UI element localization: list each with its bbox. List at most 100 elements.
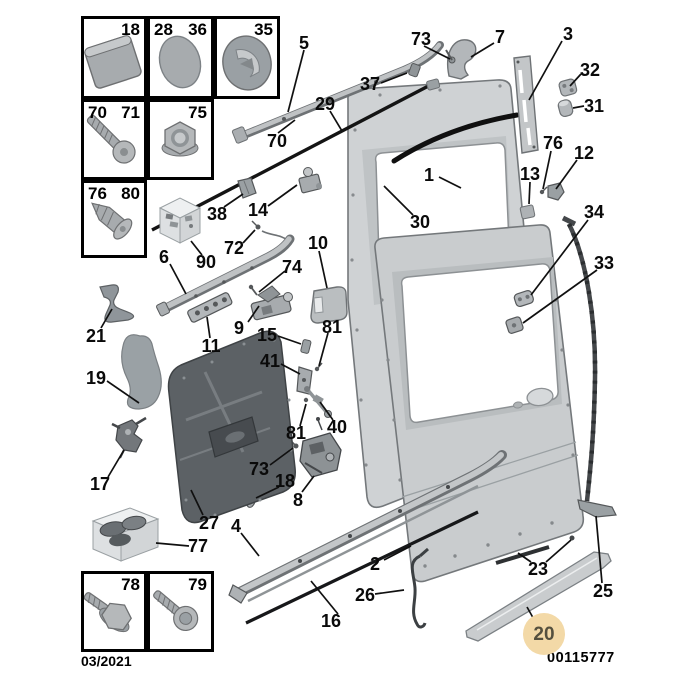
callout-21[interactable]: 21 xyxy=(85,326,107,346)
catalog-date: 03/2021 xyxy=(81,653,132,669)
bracket-33 xyxy=(505,316,524,334)
callout-73-lock[interactable]: 73 xyxy=(248,459,270,479)
callout-8[interactable]: 8 xyxy=(292,490,304,510)
callout-13[interactable]: 13 xyxy=(519,164,541,184)
callout-73-hinge[interactable]: 73 xyxy=(410,29,432,49)
callout-76-door[interactable]: 76 xyxy=(542,133,564,153)
document-number: 00115777 xyxy=(547,650,615,666)
callout-19[interactable]: 19 xyxy=(85,368,107,388)
callout-90[interactable]: 90 xyxy=(195,252,217,272)
callout-26[interactable]: 26 xyxy=(354,585,376,605)
callout-81-lower[interactable]: 81 xyxy=(285,423,307,443)
box-part-number: 28 xyxy=(154,20,173,39)
part-box-18[interactable]: 18 xyxy=(81,16,147,99)
bracket-38 xyxy=(237,177,257,199)
grommet-kit-77 xyxy=(91,507,160,562)
wedge-13 xyxy=(519,204,536,220)
callout-27[interactable]: 27 xyxy=(198,513,220,533)
callout-40[interactable]: 40 xyxy=(326,417,348,437)
callout-32[interactable]: 32 xyxy=(579,60,601,80)
center-roller-9 xyxy=(250,285,293,321)
callout-18-plug[interactable]: 18 xyxy=(274,471,296,491)
door-handle-recess xyxy=(526,387,554,407)
callout-38[interactable]: 38 xyxy=(206,204,228,224)
fastener-kit-90 xyxy=(158,197,202,244)
hex-bolt-icon xyxy=(83,592,132,633)
callout-37[interactable]: 37 xyxy=(359,74,381,94)
part-box-78[interactable]: 78 xyxy=(81,571,147,652)
part-box-76-80[interactable]: 76 80 xyxy=(81,180,147,258)
callout-3[interactable]: 3 xyxy=(562,24,574,44)
cover-10 xyxy=(310,286,348,324)
pin-74 xyxy=(248,284,258,296)
leader-lines xyxy=(100,40,603,624)
shim-strip-11 xyxy=(187,292,233,323)
callout-81-upper[interactable]: 81 xyxy=(321,317,343,337)
washer-screw-icon xyxy=(153,590,199,632)
callout-70-rail[interactable]: 70 xyxy=(266,131,288,151)
box-part-number: 35 xyxy=(254,20,273,39)
callout-9[interactable]: 9 xyxy=(233,318,245,338)
box-part-number: 75 xyxy=(188,103,207,122)
long-screw-icon xyxy=(86,114,136,164)
flange-nut-icon xyxy=(161,121,199,157)
box-part-number: 18 xyxy=(121,20,140,39)
bracket-34 xyxy=(513,290,534,308)
screw-72 xyxy=(251,220,290,242)
bumper-31 xyxy=(557,99,574,118)
callout-41[interactable]: 41 xyxy=(259,351,281,371)
callout-77[interactable]: 77 xyxy=(187,536,209,556)
callout-7[interactable]: 7 xyxy=(494,27,506,47)
callout-12[interactable]: 12 xyxy=(573,143,595,163)
callout-4[interactable]: 4 xyxy=(230,516,242,536)
upper-roller-14 xyxy=(298,167,322,194)
screw-76 xyxy=(539,186,548,195)
callout-16[interactable]: 16 xyxy=(320,611,342,631)
clip-37 xyxy=(408,63,421,78)
part-box-75[interactable]: 75 xyxy=(147,99,214,180)
callout-11[interactable]: 11 xyxy=(201,336,221,356)
callout-15[interactable]: 15 xyxy=(256,325,278,345)
callout-30[interactable]: 30 xyxy=(409,212,431,232)
callout-31[interactable]: 31 xyxy=(583,96,605,116)
callout-74[interactable]: 74 xyxy=(281,257,303,277)
upper-weatherstrip xyxy=(151,79,439,232)
part-box-79[interactable]: 79 xyxy=(147,571,214,652)
box-part-number: 80 xyxy=(121,184,140,203)
latch-linkage xyxy=(296,362,332,418)
round-grommet-icon xyxy=(222,35,272,91)
clip-15 xyxy=(300,339,312,354)
oval-plug-icon xyxy=(158,35,202,89)
callout-17[interactable]: 17 xyxy=(89,474,111,494)
part-box-35[interactable]: 35 xyxy=(214,16,280,99)
door-check-hinge xyxy=(426,39,477,91)
foam-pad-icon xyxy=(84,35,142,89)
callout-1[interactable]: 1 xyxy=(423,165,435,185)
box-part-number: 71 xyxy=(121,103,140,122)
door-lock-8 xyxy=(299,417,342,478)
callout-72[interactable]: 72 xyxy=(223,238,245,258)
corner-seal-26 xyxy=(410,547,429,629)
rear-weatherstrip xyxy=(561,215,617,541)
center-roller-rail xyxy=(156,234,295,317)
inner-trim-panel-27 xyxy=(167,330,296,524)
callout-29[interactable]: 29 xyxy=(314,94,336,114)
callout-25[interactable]: 25 xyxy=(592,581,614,601)
guide-plate xyxy=(513,55,539,154)
callout-14[interactable]: 14 xyxy=(247,200,269,220)
callout-23[interactable]: 23 xyxy=(527,559,549,579)
callout-2[interactable]: 2 xyxy=(369,554,381,574)
striker-12 xyxy=(547,182,565,201)
lower-weatherstrip-16 xyxy=(245,510,479,625)
callout-5[interactable]: 5 xyxy=(298,33,310,53)
side-molding-20 xyxy=(465,551,612,642)
box-part-number: 76 xyxy=(88,184,107,203)
callout-10[interactable]: 10 xyxy=(307,233,329,253)
callout-6[interactable]: 6 xyxy=(158,247,170,267)
callout-20[interactable]: 20 xyxy=(523,613,565,655)
callout-34[interactable]: 34 xyxy=(583,202,605,222)
callout-33[interactable]: 33 xyxy=(593,253,615,273)
